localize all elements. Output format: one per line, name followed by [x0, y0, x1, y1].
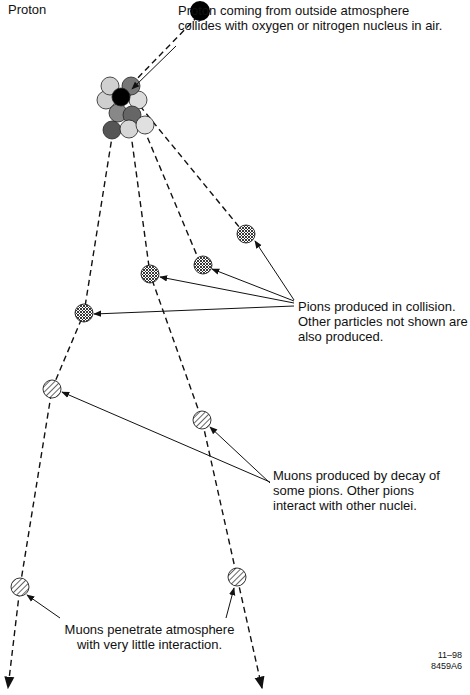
particle-label: Proton	[8, 2, 88, 17]
leader-arrow	[226, 588, 234, 618]
nucleon	[120, 120, 138, 138]
leader-arrow	[160, 277, 294, 303]
leader-arrow	[212, 269, 294, 301]
nucleon	[103, 121, 121, 139]
pions	[75, 225, 255, 322]
callout-text: Muons produced by decay of some pions. O…	[273, 468, 458, 513]
leader-arrow	[62, 392, 270, 482]
muon-particle	[43, 380, 61, 398]
figure-id: 8459A6	[400, 661, 462, 672]
leader-arrow	[132, 46, 176, 89]
leader-lines	[27, 46, 294, 618]
leader-arrow	[94, 306, 294, 314]
callout-text: Proton coming from outside atmosphere co…	[178, 3, 443, 33]
pion-track	[140, 106, 240, 228]
leader-arrow	[210, 427, 270, 483]
nucleus	[97, 77, 154, 139]
left-track	[8, 112, 116, 688]
proton-particle	[112, 88, 130, 106]
pion-particle	[194, 256, 212, 274]
pion-particle	[237, 225, 255, 243]
middle-track	[128, 112, 262, 688]
muons	[11, 380, 246, 596]
pion-track	[136, 110, 198, 258]
callout-text: Muons penetrate atmosphere with very lit…	[62, 622, 237, 652]
nucleon	[136, 116, 154, 134]
callout-text: Pions produced in collision. Other parti…	[298, 299, 468, 344]
pion-particle	[141, 265, 159, 283]
figure-date: 11–98	[400, 650, 462, 661]
particle-tracks	[8, 16, 262, 688]
leader-arrow	[255, 241, 294, 300]
leader-arrow	[27, 595, 60, 618]
pion-particle	[75, 304, 93, 322]
muon-particle	[11, 578, 29, 596]
muon-particle	[193, 411, 211, 429]
muon-particle	[228, 568, 246, 586]
